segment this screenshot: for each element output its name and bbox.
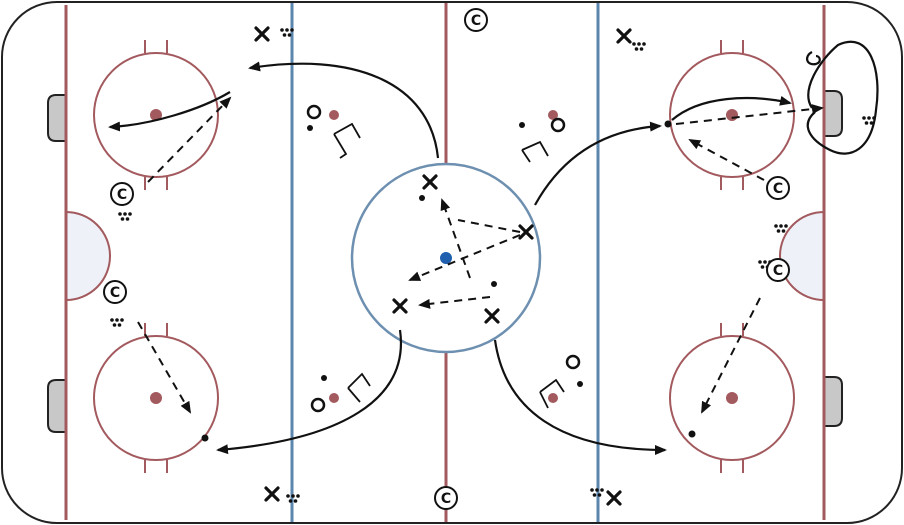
forwards-layer xyxy=(254,26,632,506)
coach-icon: C xyxy=(464,8,488,32)
puck-icon xyxy=(577,381,583,387)
player-x-icon xyxy=(392,298,408,314)
pass-arrow-top-right-net xyxy=(675,104,824,125)
puck-icon xyxy=(491,281,497,287)
puck-cluster xyxy=(118,212,132,221)
coach-icon: C xyxy=(434,486,458,510)
skate-arrow-top-right xyxy=(534,121,662,206)
player-x-icon xyxy=(518,224,534,240)
player-o-icon xyxy=(565,354,581,370)
left-goal-crease xyxy=(65,210,111,302)
neutral-dot-top-right xyxy=(548,110,558,120)
skate-arrow-bottom-right xyxy=(493,339,667,455)
player-x-icon xyxy=(606,490,622,506)
puck-cluster xyxy=(774,224,788,233)
coach-letter: C xyxy=(773,263,783,279)
neutral-dot-top-left xyxy=(329,110,339,120)
player-o-icon xyxy=(550,117,566,133)
pylon-icon xyxy=(539,378,565,409)
pylon-icon xyxy=(347,372,371,403)
puck-icon xyxy=(201,434,209,442)
neutral-dot-bottom-right xyxy=(548,393,558,403)
puck-cluster xyxy=(110,318,124,327)
puck-icon xyxy=(688,430,696,438)
player-x-icon xyxy=(422,174,438,190)
pylon-icon xyxy=(521,140,549,163)
skate-arrow-top-left xyxy=(248,61,440,159)
puck-icon xyxy=(321,375,327,381)
player-x-icon xyxy=(616,28,632,44)
faceoff-circle-bottom-right xyxy=(669,323,795,473)
right-net-top xyxy=(823,90,843,137)
left-net-bottom xyxy=(47,379,67,433)
puck-cluster xyxy=(590,488,604,497)
coach-letter: C xyxy=(471,13,481,29)
neutral-dot-bottom-left xyxy=(329,393,339,403)
pass-arrow-top-right-coach xyxy=(688,139,765,181)
left-net-top xyxy=(47,94,67,142)
player-x-icon xyxy=(484,308,500,324)
player-o-icon xyxy=(306,104,322,120)
coaches-layer: C C C C C C xyxy=(103,8,790,510)
faceoff-circle-top-left xyxy=(93,40,219,190)
coach-letter: C xyxy=(773,181,783,197)
pass-arrow-bottom-right xyxy=(701,297,761,414)
puck-icon xyxy=(519,122,525,128)
pass-arrow-top-left xyxy=(147,96,232,183)
puck-cluster xyxy=(862,116,876,125)
player-x-icon xyxy=(254,26,270,42)
coach-icon: C xyxy=(766,258,790,282)
pass-arrow-center-3 xyxy=(408,234,521,281)
pass-arrow-bottom-left xyxy=(137,321,192,414)
pylon-icon xyxy=(333,122,361,159)
skate-loop-hook xyxy=(806,51,821,66)
coach-letter: C xyxy=(110,285,120,301)
puck-cluster xyxy=(280,28,294,37)
pass-arrow-center-2 xyxy=(457,219,521,233)
puck-cluster xyxy=(286,494,300,503)
coach-letter: C xyxy=(441,491,451,507)
coach-icon: C xyxy=(766,176,790,200)
skate-arrow-top-right-circle xyxy=(671,95,792,121)
coach-icon: C xyxy=(110,182,134,206)
puck-clusters xyxy=(110,28,876,503)
coach-icon: C xyxy=(103,280,127,304)
coach-letter: C xyxy=(117,187,127,203)
puck-icon xyxy=(664,120,672,128)
skate-arrow-top-left-circle xyxy=(108,91,231,132)
skate-loop-right xyxy=(806,40,879,155)
right-net-bottom xyxy=(823,376,843,427)
puck-icon xyxy=(419,195,425,201)
player-o-icon xyxy=(310,397,326,413)
puck-cluster xyxy=(632,42,646,51)
faceoff-circle-bottom-left xyxy=(93,323,219,473)
skate-arrow-bottom-left xyxy=(216,329,403,455)
center-faceoff-dot xyxy=(440,252,452,264)
player-x-icon xyxy=(264,486,280,502)
pass-arrow-center-4 xyxy=(418,296,491,309)
puck-icon xyxy=(307,125,313,131)
